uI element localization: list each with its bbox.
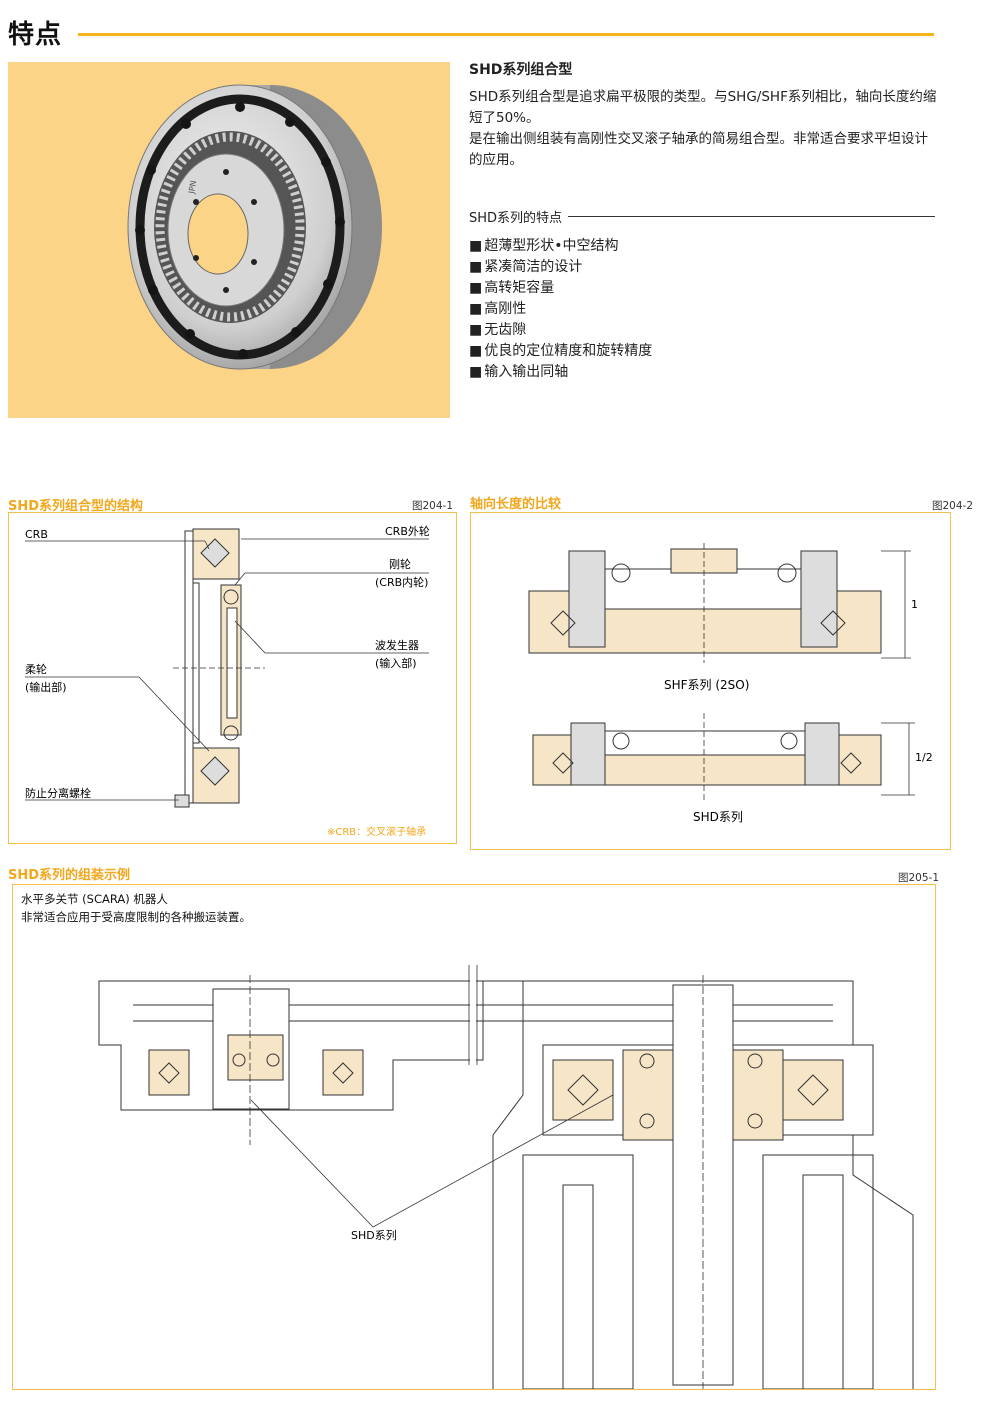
fig3-line-2: 非常适合应用于受高度限制的各种搬运装置。 [21, 910, 251, 924]
feature-item: 高刚性 [469, 299, 652, 320]
intro-paragraph-2: 是在输出侧组装有高刚性交叉滚子轴承的简易组合型。非常适合要求平坦设计的应用。 [469, 131, 928, 168]
features-heading: SHD系列的特点 [469, 211, 563, 226]
fig1-number: 图204-1 [412, 500, 454, 512]
intro-paragraph-1: SHD系列组合型是追求扁平极限的类型。与SHG/SHF系列相比，轴向长度约缩短了… [469, 89, 937, 126]
fig1-cross-section: CRB CRB外轮 刚轮 (CRB内轮) 波发生器 (输入部) 柔轮 (输出部)… [25, 524, 430, 838]
fig3-panel: 水平多关节 (SCARA) 机器人 非常适合应用于受高度限制的各种搬运装置。 [12, 884, 936, 1390]
label-crb-outer: CRB外轮 [385, 524, 430, 538]
feature-item: 紧凑简洁的设计 [469, 257, 652, 278]
intro-section: SHD系列组合型 SHD系列组合型是追求扁平极限的类型。与SHG/SHF系列相比… [469, 60, 939, 171]
label-bolt: 防止分离螺栓 [25, 786, 91, 800]
label-circular-spline-sub: (CRB内轮) [375, 575, 428, 589]
label-flexspline: 柔轮 [25, 662, 47, 676]
ring-marking: JPN [187, 180, 198, 196]
fig2-panel: 1 SHF系列 (2SO) 1/2 SHD系列 [470, 512, 951, 850]
fig3-scara-drawing: SHD系列 [98, 965, 914, 1389]
fig2-title: 轴向长度的比较 [470, 497, 562, 512]
shf-dimension: 1 [911, 598, 918, 611]
label-crb: CRB [25, 528, 48, 541]
shf-section [528, 548, 882, 654]
product-photo: JPN [8, 62, 450, 418]
fig3-number: 图205-1 [898, 872, 940, 884]
fig2-comparison: 1 SHF系列 (2SO) 1/2 SHD系列 [528, 543, 933, 824]
label-wave-generator-sub: (输入部) [375, 656, 417, 670]
label-flexspline-sub: (输出部) [25, 680, 67, 694]
feature-item: 高转矩容量 [469, 278, 652, 299]
fig1-note: ※CRB：交叉滚子轴承 [327, 825, 426, 838]
feature-item: 优良的定位精度和旋转精度 [469, 341, 652, 362]
title-rule [78, 33, 934, 36]
fig1-panel: CRB CRB外轮 刚轮 (CRB内轮) 波发生器 (输入部) 柔轮 (输出部)… [8, 512, 457, 844]
page-title: 特点 [8, 20, 63, 50]
fig1-title: SHD系列组合型的结构 [8, 499, 144, 514]
product-photo-illustration: JPN [127, 84, 382, 370]
feature-item: 超薄型形状•中空结构 [469, 236, 652, 257]
shf-caption: SHF系列 (2SO) [664, 678, 749, 692]
features-heading-row: SHD系列的特点 [469, 207, 935, 226]
feature-item: 输入输出同轴 [469, 362, 652, 383]
label-circular-spline: 刚轮 [389, 557, 411, 571]
fig3-title: SHD系列的组装示例 [8, 868, 131, 883]
intro-heading: SHD系列组合型 [469, 62, 573, 78]
features-heading-rule [568, 216, 935, 217]
fig3-line-1: 水平多关节 (SCARA) 机器人 [21, 892, 168, 906]
shd-dimension: 1/2 [915, 751, 933, 764]
label-wave-generator: 波发生器 [375, 638, 419, 652]
shd-section [532, 722, 882, 786]
shd-caption: SHD系列 [693, 810, 743, 824]
shd-callout: SHD系列 [351, 1228, 397, 1242]
features-list: 超薄型形状•中空结构 紧凑简洁的设计 高转矩容量 高刚性 无齿隙 优良的定位精度… [469, 236, 652, 383]
fig2-number: 图204-2 [932, 500, 974, 512]
feature-item: 无齿隙 [469, 320, 652, 341]
